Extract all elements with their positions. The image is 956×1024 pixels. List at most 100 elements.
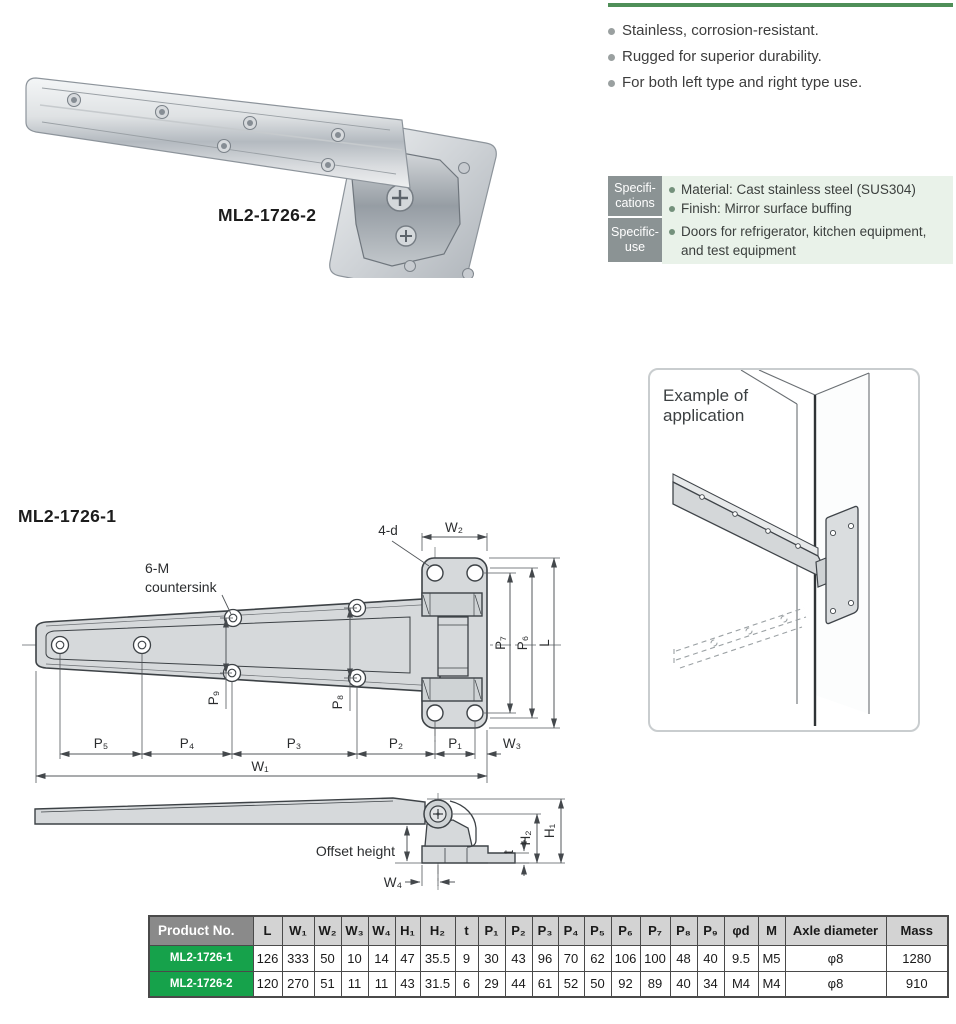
offset-height-label: Offset height: [316, 843, 395, 859]
side-extension-lines: [395, 798, 565, 886]
value-cell: 62: [583, 944, 612, 972]
value-cell: φ8: [784, 970, 887, 998]
header-phi-d: φd: [723, 915, 759, 946]
value-cell: 43: [394, 970, 421, 998]
dim-label-h1: H₁: [542, 823, 557, 838]
dim-label-t: t: [501, 850, 516, 854]
dim-label-w3: W₃: [503, 736, 521, 751]
dim-label-p8: P₈: [330, 695, 345, 710]
feature-item: Stainless, corrosion-resistant.: [608, 22, 953, 40]
value-cell: 333: [281, 944, 315, 972]
header-l: L: [252, 915, 283, 946]
value-cell: 9: [454, 944, 479, 972]
bullet-icon: [608, 28, 615, 35]
dim-label-p2: P₂: [389, 736, 403, 751]
value-cell: 9.5: [723, 944, 759, 972]
value-cell: 40: [669, 970, 698, 998]
header-w4: W₄: [367, 915, 396, 946]
value-cell: 52: [557, 970, 585, 998]
ghost-arm: [673, 607, 807, 669]
header-product-no: Product No.: [148, 915, 254, 946]
dim-label-l: L: [537, 639, 552, 647]
table-header-row: Product No. L W₁ W₂ W₃ W₄ H₁ H₂ t P₁ P₂ …: [148, 915, 949, 946]
value-cell: 43: [504, 944, 533, 972]
spec-item: Doors for refrigerator, kitchen equipmen…: [669, 222, 947, 260]
spec-item: Finish: Mirror surface buffing: [669, 199, 947, 218]
feature-item: For both left type and right type use.: [608, 74, 953, 92]
dimension-lines: [35, 534, 557, 779]
value-cell: 106: [610, 944, 641, 972]
value-cell: 61: [531, 970, 559, 998]
hole-note-line1: 6-M: [145, 560, 169, 576]
hole-note-line2: countersink: [145, 579, 218, 595]
header-p1: P₁: [477, 915, 506, 946]
value-cell: 34: [696, 970, 725, 998]
dim-label-4d: 4-d: [378, 523, 398, 538]
value-cell: M5: [757, 944, 786, 972]
hinge-arm: [35, 597, 441, 693]
dim-label-w1: W₁: [251, 759, 269, 774]
value-cell: 96: [531, 944, 559, 972]
value-cell: 126: [252, 944, 283, 972]
header-w2: W₂: [313, 915, 342, 946]
drawing-model-label: ML2-1726-1: [18, 506, 117, 526]
value-cell: 51: [313, 970, 342, 998]
header-p5: P₅: [583, 915, 612, 946]
spec-label-line: Specifi-: [614, 181, 656, 195]
spec-text: Material: Cast stainless steel (SUS304): [681, 182, 916, 197]
value-cell: 11: [340, 970, 369, 998]
app-plate-holes: [829, 522, 855, 615]
value-cell: M4: [723, 970, 759, 998]
arm-head: [437, 616, 469, 677]
dim-label-h2: H₂: [518, 831, 533, 846]
header-p2: P₂: [504, 915, 533, 946]
value-cell: 50: [583, 970, 612, 998]
dim-label-w4: W₄: [384, 875, 402, 890]
table-row: ML2-1726-1 126 333 50 10 14 47 35.5 9 30…: [148, 944, 949, 972]
spec-item: Material: Cast stainless steel (SUS304): [669, 180, 947, 199]
header-w3: W₃: [340, 915, 369, 946]
plan-drawing: W₂ 4-d 6-M countersink P₇ P₆ L P₉ P₈ P₅ …: [22, 520, 562, 783]
feature-list: Stainless, corrosion-resistant. Rugged f…: [608, 22, 953, 100]
value-cell: 89: [639, 970, 671, 998]
application-example-box: Example of application: [648, 368, 920, 732]
spec-text: Doors for refrigerator, kitchen equipmen…: [681, 224, 927, 258]
spec-label-specifications: Specifi- cations: [608, 176, 662, 216]
header-mass: Mass: [885, 915, 949, 946]
value-cell: 11: [367, 970, 396, 998]
product-photo: [25, 77, 497, 278]
header-m: M: [757, 915, 786, 946]
feature-text: Stainless, corrosion-resistant.: [622, 22, 819, 39]
value-cell: 10: [340, 944, 369, 972]
dim-label-w2: W₂: [445, 520, 463, 535]
dimension-table: Product No. L W₁ W₂ W₃ W₄ H₁ H₂ t P₁ P₂ …: [148, 915, 949, 998]
value-cell: 100: [639, 944, 671, 972]
dim-label-p4: P₄: [180, 736, 195, 751]
header-p6: P₆: [610, 915, 641, 946]
value-cell: 44: [504, 970, 533, 998]
top-accent-rule: [608, 3, 953, 7]
table-row: ML2-1726-2 120 270 51 11 11 43 31.5 6 29…: [148, 970, 949, 998]
value-cell: 47: [394, 944, 421, 972]
value-cell: 31.5: [419, 970, 456, 998]
arm-inner-band: [45, 616, 411, 674]
value-cell: M4: [757, 970, 786, 998]
product-no-cell: ML2-1726-2: [148, 970, 254, 998]
value-cell: 30: [477, 944, 506, 972]
value-cell: 40: [696, 944, 725, 972]
value-cell: 270: [281, 970, 315, 998]
header-p4: P₄: [557, 915, 585, 946]
hinge-knuckles: [421, 592, 483, 702]
dim-label-p5: P₅: [94, 736, 108, 751]
header-p3: P₃: [531, 915, 559, 946]
feature-text: For both left type and right type use.: [622, 74, 863, 91]
value-cell: 910: [885, 970, 949, 998]
header-p8: P₈: [669, 915, 698, 946]
value-cell: 29: [477, 970, 506, 998]
header-axle-diameter: Axle diameter: [784, 915, 887, 946]
bullet-icon: [608, 54, 615, 61]
value-cell: 1280: [885, 944, 949, 972]
header-h2: H₂: [419, 915, 456, 946]
header-w1: W₁: [281, 915, 315, 946]
